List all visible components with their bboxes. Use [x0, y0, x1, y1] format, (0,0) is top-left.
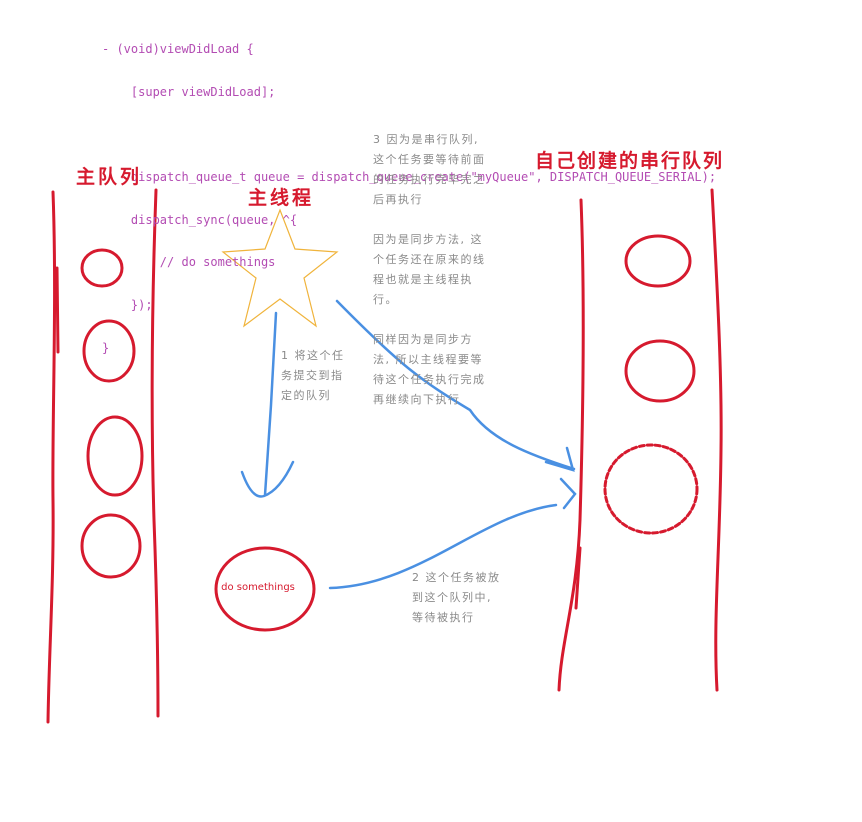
note-line: 法, 所以主线程要等: [373, 353, 483, 366]
task-label: do somethings: [221, 582, 295, 593]
note-step1: 1 将这个任 务提交到指 定的队列: [281, 346, 345, 406]
task-circle: [214, 546, 316, 632]
note-line: 这个任务要等待前面: [373, 153, 486, 166]
submit-arrow-head: [240, 460, 295, 498]
note-line: 定的队列: [281, 389, 331, 402]
note-line: 个任务还在原来的线: [373, 253, 486, 266]
submit-arrow: [263, 311, 278, 497]
note-step3: 3 因为是串行队列, 这个任务要等待前面 的任务执行完毕完之 后再执行: [373, 130, 486, 210]
note-line: 2 这个任务被放: [412, 571, 501, 584]
code-block: - (void)viewDidLoad { [super viewDidLoad…: [102, 14, 716, 369]
note-line: 1 将这个任: [281, 349, 345, 362]
note-line: 3 因为是串行队列,: [373, 133, 479, 146]
main-thread-star-icon: [221, 208, 339, 328]
serial-queue-new-task: [603, 443, 699, 535]
serial-queue-task-2: [624, 339, 696, 403]
code-line: dispatch_queue_t queue = dispatch_queue_…: [102, 170, 717, 185]
serial-queue-left-wall: [557, 198, 585, 692]
note-line: 行。: [373, 293, 398, 306]
main-queue-task-1: [80, 248, 124, 288]
main-queue-task-3: [86, 415, 144, 497]
code-line: // do somethings: [102, 255, 276, 270]
main-queue-left-wall-stroke: [55, 266, 60, 354]
code-line: - (void)viewDidLoad {: [102, 42, 254, 57]
main-queue-title: 主队列: [76, 166, 143, 188]
note-line: 同样因为是同步方: [373, 333, 473, 346]
note-line: 程也就是主线程执: [373, 273, 473, 286]
note-line: 再继续向下执行: [373, 393, 461, 406]
code-line: [super viewDidLoad];: [102, 85, 276, 99]
note-line: 到这个队列中,: [412, 591, 492, 604]
main-queue-right-wall: [150, 188, 160, 718]
serial-queue-lane: [557, 188, 723, 692]
note-line: 待这个任务执行完成: [373, 373, 486, 386]
note-step2: 2 这个任务被放 到这个队列中, 等待被执行: [412, 568, 501, 628]
serial-queue-left-wall-stroke: [574, 546, 582, 610]
note-line: 因为是同步方法, 这: [373, 233, 483, 246]
note-line: 的任务执行完毕完之: [373, 173, 486, 186]
main-thread-title: 主线程: [248, 187, 315, 209]
enqueue-arrow: [328, 503, 558, 590]
note-wait: 同样因为是同步方 法, 所以主线程要等 待这个任务执行完成 再继续向下执行: [373, 330, 486, 410]
note-line: 后再执行: [373, 193, 423, 206]
code-line: });: [102, 297, 153, 312]
main-queue-left-wall: [46, 190, 57, 724]
main-queue-task-2: [82, 319, 136, 383]
note-sync: 因为是同步方法, 这 个任务还在原来的线 程也就是主线程执 行。: [373, 230, 486, 310]
code-line: dispatch_sync(queue, ^{: [102, 212, 298, 227]
main-queue-lane: [46, 188, 160, 724]
serial-queue-right-wall: [710, 188, 723, 692]
code-line: }: [102, 340, 110, 355]
sync-arrow-head: [544, 446, 575, 472]
note-line: 务提交到指: [281, 369, 344, 382]
main-queue-task-4: [80, 513, 142, 579]
enqueue-arrow-head: [559, 477, 577, 510]
serial-queue-task-1: [624, 234, 692, 288]
note-line: 等待被执行: [412, 611, 475, 624]
sync-arrow: [335, 299, 576, 471]
serial-queue-title: 自己创建的串行队列: [535, 150, 725, 172]
